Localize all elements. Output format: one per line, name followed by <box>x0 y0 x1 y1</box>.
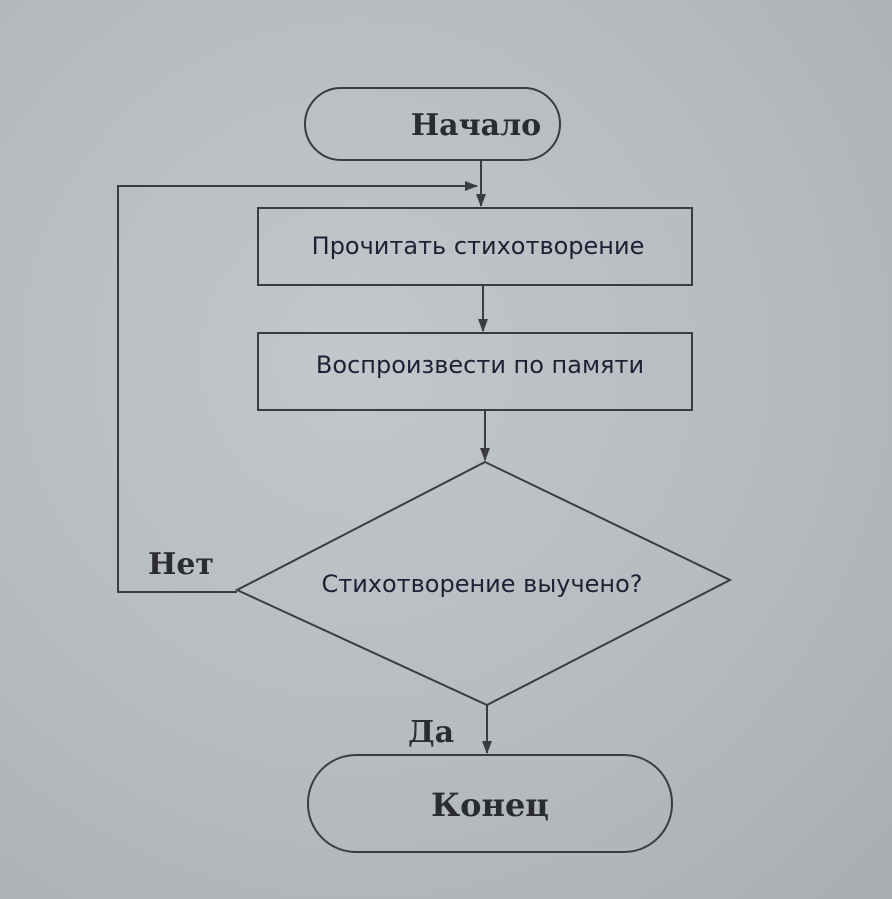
step1-box <box>257 207 693 286</box>
end-terminal <box>307 754 673 853</box>
step1-label: Прочитать стихотворение <box>312 232 645 260</box>
step2-box <box>257 332 693 411</box>
step2-label: Воспроизвести по памяти <box>316 351 644 379</box>
yes-label: Да <box>408 715 454 750</box>
end-label: Конец <box>431 786 549 824</box>
start-terminal <box>304 87 561 161</box>
no-label: Нет <box>148 547 214 582</box>
decision-label: Стихотворение выучено? <box>321 570 642 598</box>
loop-back-line <box>117 181 478 593</box>
start-label: Начало <box>411 108 541 143</box>
